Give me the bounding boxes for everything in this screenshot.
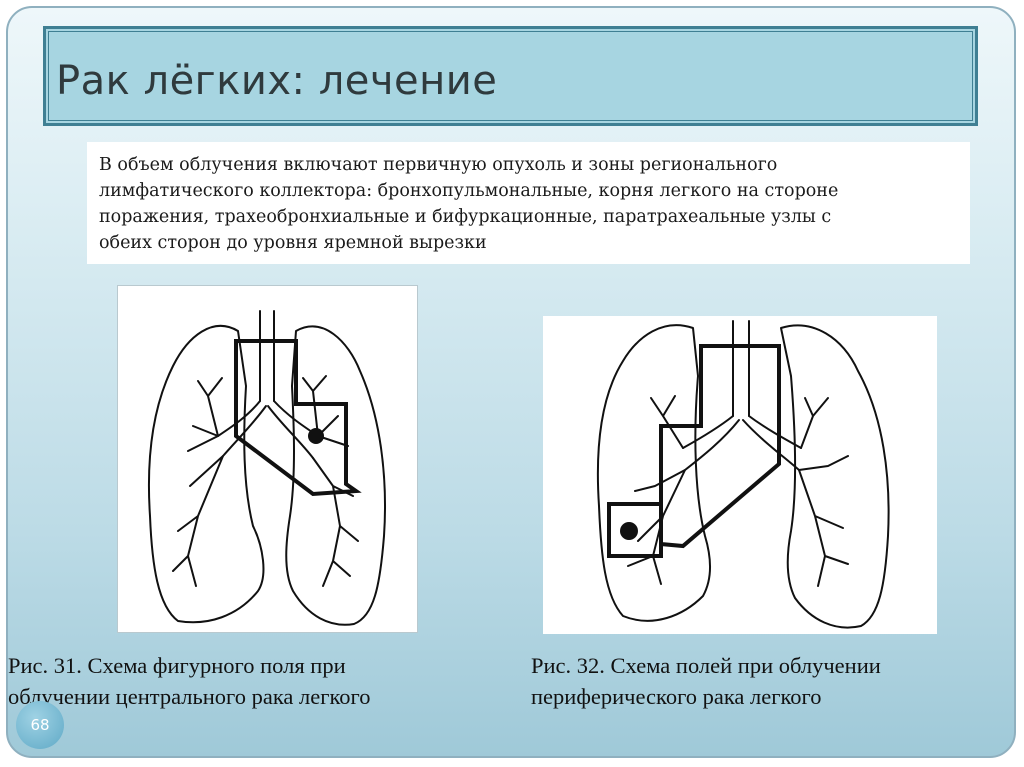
lungs-schematic-1: [147, 310, 386, 626]
mediastinal-field-outline: [659, 344, 781, 549]
left-lung-outline: [596, 324, 711, 622]
radiation-field-outline: [234, 339, 362, 497]
right-main-bronchus: [742, 415, 802, 471]
info-line: В объем облучения включают первичную опу…: [99, 155, 778, 175]
left-main-bronchus: [682, 415, 740, 471]
caption-line: облучении центрального рака легкого: [8, 684, 371, 709]
trachea: [732, 320, 750, 417]
caption-line: периферического рака легкого: [531, 684, 822, 709]
figure-central-cancer-field: [118, 286, 417, 632]
title-bar: [43, 26, 978, 126]
tumor-mass: [308, 428, 324, 444]
lungs-schematic-2: [596, 320, 890, 629]
figure-caption-32: Рис. 32. Схема полей при облучении периф…: [531, 650, 1001, 712]
info-line: лимфатического коллектора: бронхопульмон…: [99, 181, 839, 201]
trachea: [259, 310, 275, 402]
page-number-badge: 68: [16, 701, 64, 749]
figure-caption-31: Рис. 31. Схема фигурного поля при облуче…: [8, 650, 478, 712]
figure-peripheral-cancer-fields: [543, 316, 937, 634]
right-lung-outline: [285, 325, 386, 626]
info-text-box: В объем облучения включают первичную опу…: [87, 142, 970, 264]
left-lung-outline: [147, 325, 265, 624]
info-line: поражения, трахеобронхиальные и бифуркац…: [99, 207, 832, 227]
left-main-bronchus: [217, 400, 267, 457]
caption-line: Рис. 32. Схема полей при облучении: [531, 653, 881, 678]
slide-title: Рак лёгких: лечение: [56, 58, 498, 104]
right-lung-outline: [780, 324, 890, 629]
peripheral-field-outline: [607, 502, 663, 558]
caption-line: Рис. 31. Схема фигурного поля при: [8, 653, 346, 678]
info-line: обеих сторон до уровня яремной вырезки: [99, 233, 487, 253]
tumor-mass: [620, 522, 638, 540]
